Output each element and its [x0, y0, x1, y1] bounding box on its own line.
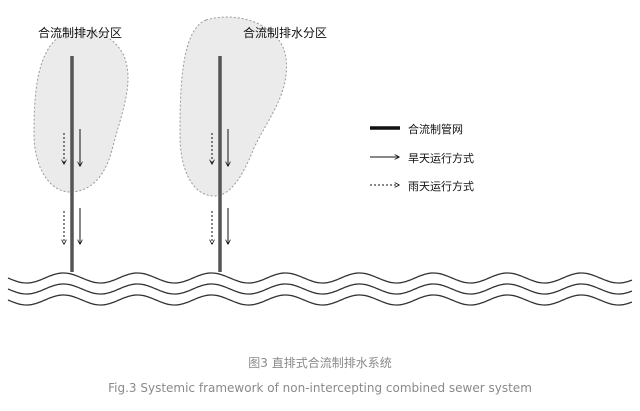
- figure-caption-en: Fig.3 Systemic framework of non-intercep…: [108, 381, 532, 395]
- drainage-zone-2-area: [179, 16, 287, 197]
- zone-label: 合流制排水分区: [243, 26, 328, 40]
- figure-caption-cn: 图3 直排式合流制排水系统: [248, 356, 392, 370]
- river-wave-line: [7, 294, 633, 306]
- zone-label: 合流制排水分区: [38, 26, 123, 40]
- river-waves: [7, 272, 633, 306]
- legend-label: 旱天运行方式: [408, 152, 474, 165]
- river-wave-line: [7, 272, 633, 284]
- river-wave-line: [7, 283, 633, 295]
- drainage-zone-1-area: [33, 29, 129, 193]
- legend-label: 雨天运行方式: [408, 180, 474, 193]
- legend-label: 合流制管网: [408, 123, 463, 136]
